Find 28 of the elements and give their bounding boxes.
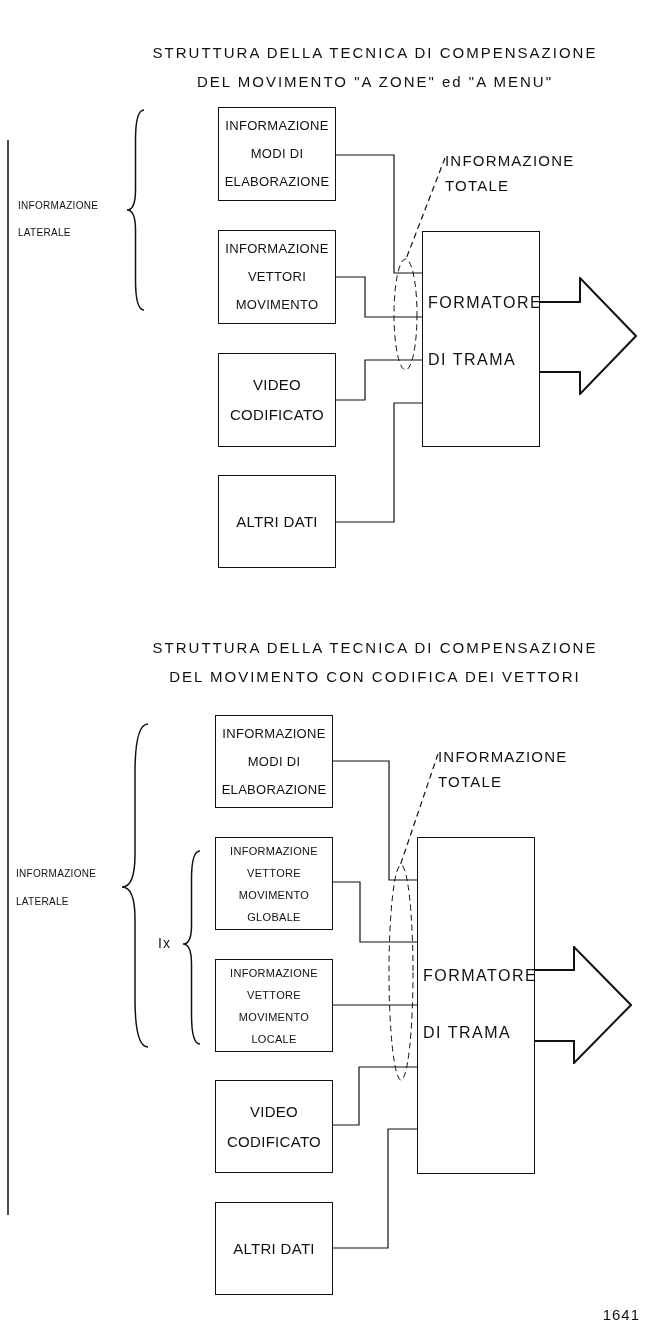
connector-line [335, 359, 423, 401]
connector-line [332, 1004, 418, 1006]
frame-formatter-box: FORMATORE DI TRAMA [417, 837, 535, 1174]
process-box: INFORMAZIONE VETTORE MOVIMENTO LOCALE [215, 959, 333, 1052]
process-box: INFORMAZIONE VETTORE MOVIMENTO GLOBALE [215, 837, 333, 930]
connector-line [332, 1128, 418, 1249]
callout-label: INFORMAZIONE TOTALE [445, 148, 585, 198]
callout-label: INFORMAZIONE TOTALE [438, 744, 578, 794]
process-box: INFORMAZIONE VETTORI MOVIMENTO [218, 230, 336, 324]
connector-line [332, 1066, 418, 1126]
connector-line [335, 154, 423, 274]
connector-line [332, 881, 418, 943]
diagram-heading: STRUTTURA DELLA TECNICA DI COMPENSAZIONE DEL MOVIMENTO CON CODIFICA DEI VETTORI [151, 638, 599, 687]
page-number: 1641 [601, 1305, 640, 1325]
connector-line [335, 276, 423, 318]
connector-line [335, 402, 423, 523]
process-box: INFORMAZIONE MODI DI ELABORAZIONE [215, 715, 333, 808]
process-box: ALTRI DATI [215, 1202, 333, 1295]
process-box: INFORMAZIONE MODI DI ELABORAZIONE [218, 107, 336, 201]
brace-label: Ix [158, 934, 172, 953]
brace-label: INFORMAZIONE LATERALE [16, 867, 98, 909]
brace-label: INFORMAZIONE LATERALE [18, 199, 100, 240]
diagram-heading: STRUTTURA DELLA TECNICA DI COMPENSAZIONE DEL MOVIMENTO "A ZONE" ed "A MENU" [151, 43, 599, 92]
process-box: VIDEO CODIFICATO [215, 1080, 333, 1173]
connector-line [332, 760, 418, 881]
frame-formatter-box: FORMATORE DI TRAMA [422, 231, 540, 447]
process-box: ALTRI DATI [218, 475, 336, 568]
process-box: VIDEO CODIFICATO [218, 353, 336, 447]
